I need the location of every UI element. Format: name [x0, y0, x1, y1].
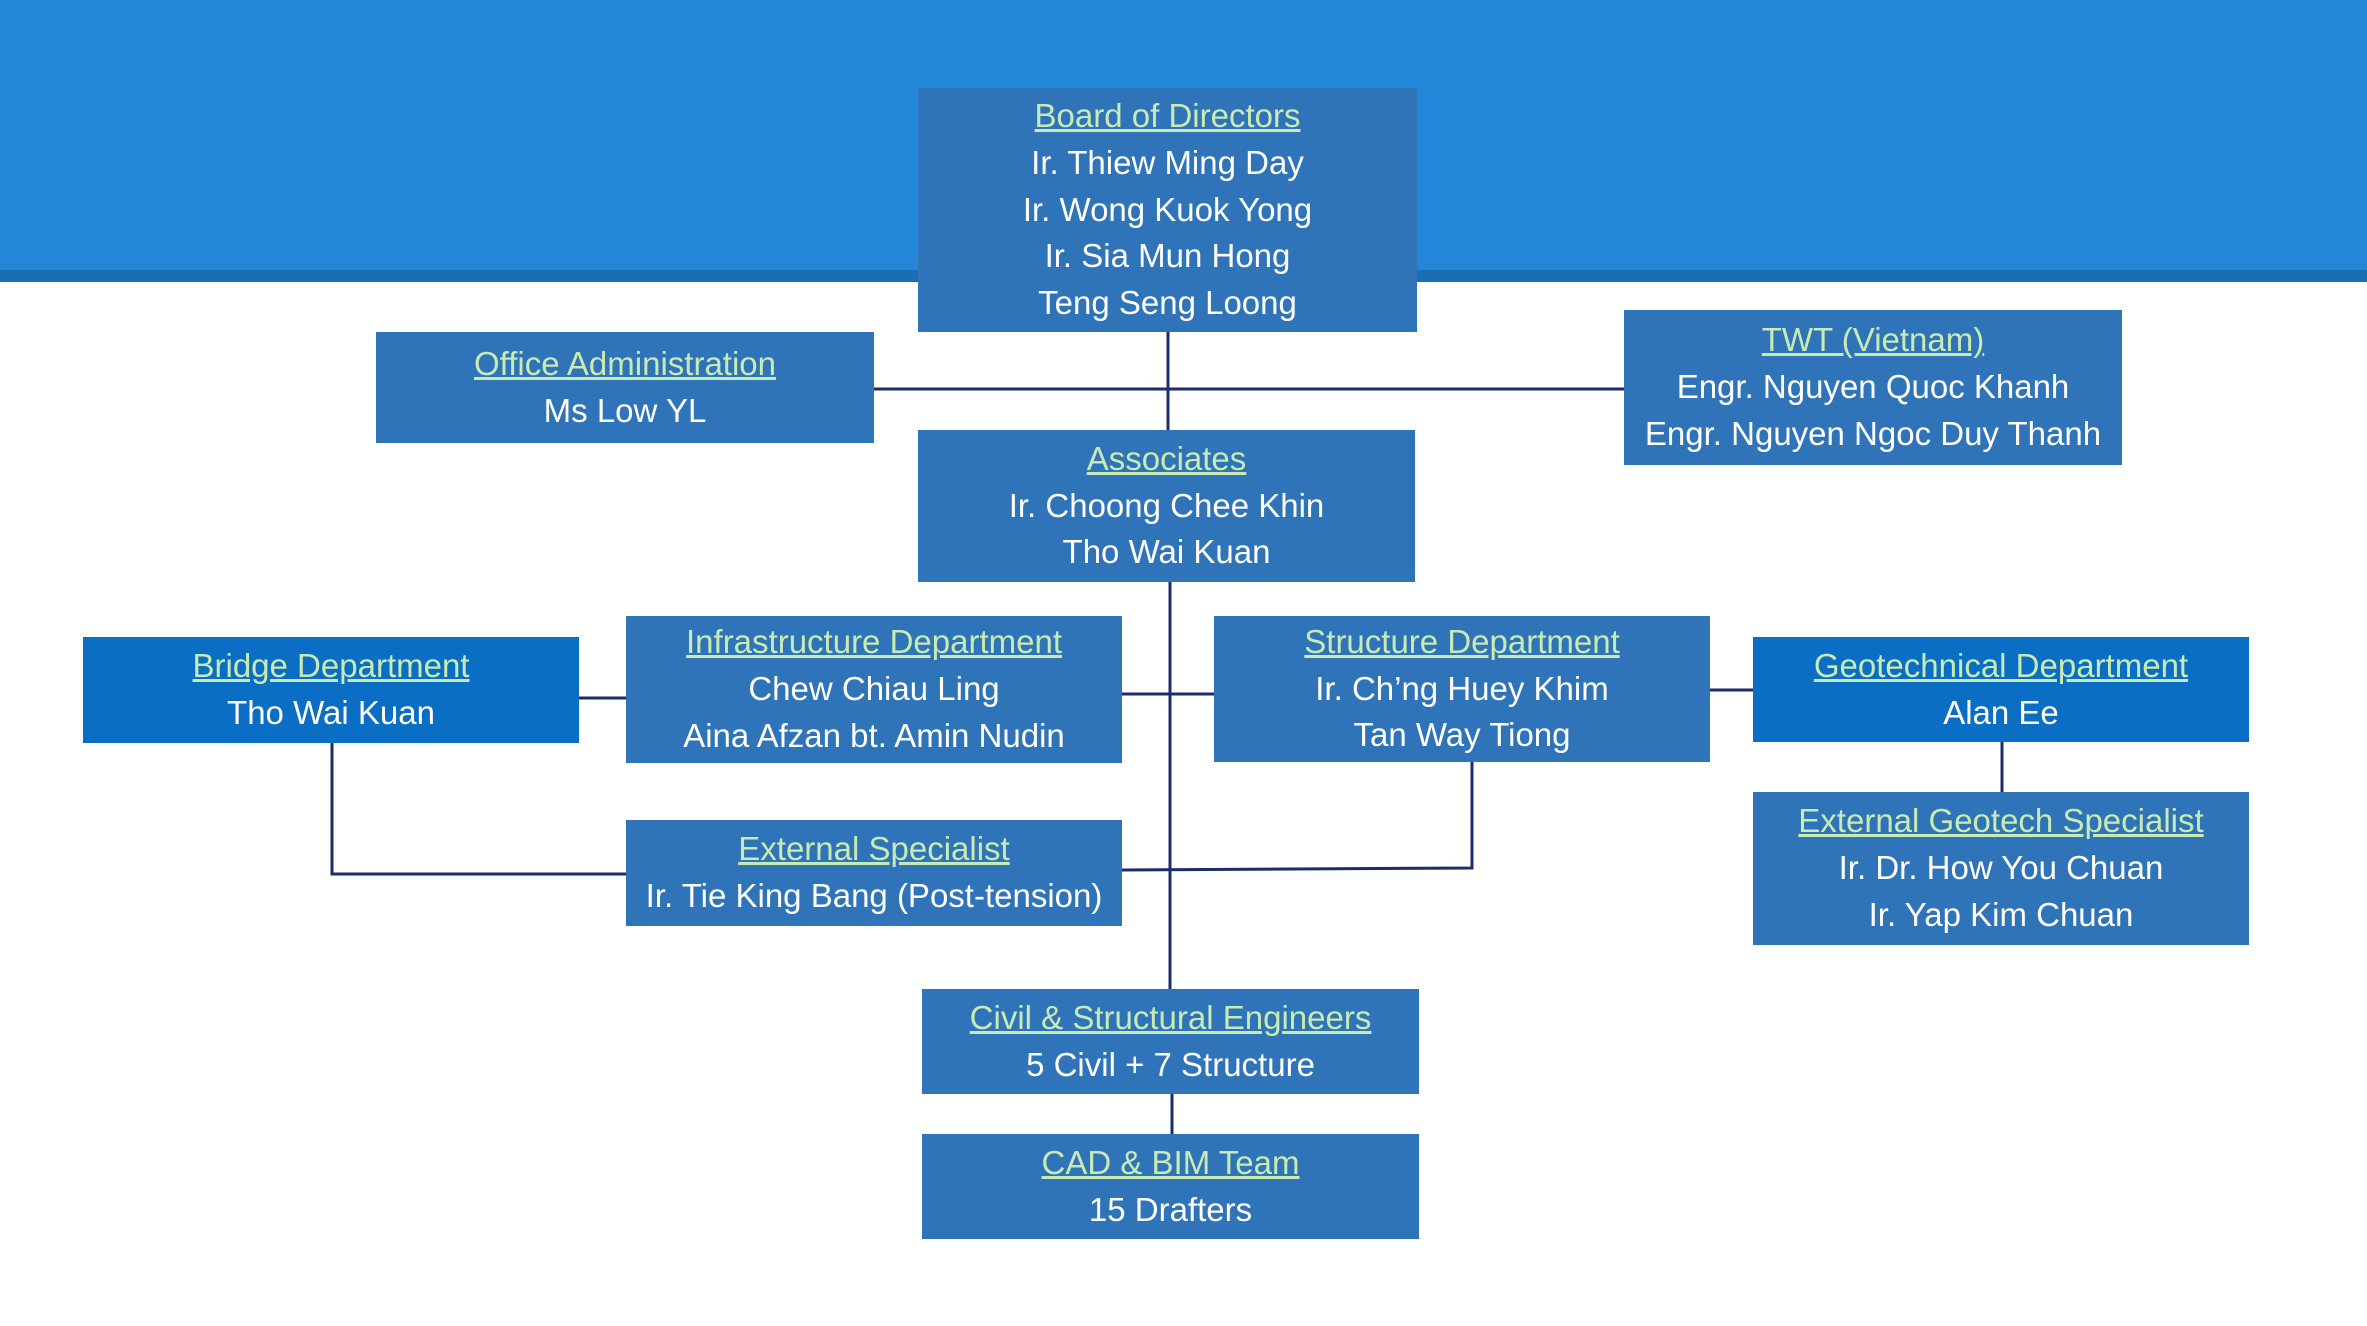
board-of-directors-title[interactable]: Board of Directors [1034, 96, 1301, 134]
bridge-department-title[interactable]: Bridge Department [192, 647, 470, 685]
board-of-directors-box: Board of Directors Ir. Thiew Ming Day Ir… [918, 88, 1417, 332]
infrastructure-department-box: Infrastructure Department Chew Chiau Lin… [626, 616, 1122, 763]
external-specialist-title[interactable]: External Specialist [738, 830, 1010, 868]
civil-structural-engineers-title[interactable]: Civil & Structural Engineers [969, 998, 1372, 1036]
cad-bim-team-count: 15 Drafters [1088, 1190, 1253, 1228]
external-specialist-member: Ir. Tie King Bang (Post-tension) [645, 877, 1103, 914]
twt-member-2: Engr. Nguyen Ngoc Duy Thanh [1644, 414, 2102, 452]
board-member-2: Ir. Wong Kuok Yong [1022, 190, 1313, 228]
connector-external-specialist-structure [1121, 762, 1474, 872]
associates-title[interactable]: Associates [1086, 439, 1247, 477]
infrastructure-member-1: Chew Chiau Ling [748, 670, 1000, 708]
external-geotech-member-1: Ir. Dr. How You Chuan [1838, 849, 2164, 887]
structure-member-1: Ir. Ch’ng Huey Khim [1315, 669, 1609, 707]
office-administration-title[interactable]: Office Administration [473, 344, 777, 382]
twt-member-1: Engr. Nguyen Quoc Khanh [1676, 368, 2070, 406]
external-geotech-specialist-box: External Geotech Specialist Ir. Dr. How … [1753, 792, 2249, 945]
associates-box: Associates Ir. Choong Chee Khin Tho Wai … [918, 430, 1415, 582]
structure-member-2: Tan Way Tiong [1353, 716, 1571, 754]
connector-bridge-external-specialist [330, 743, 626, 876]
twt-vietnam-box: TWT (Vietnam) Engr. Nguyen Quoc Khanh En… [1624, 310, 2122, 465]
external-specialist-box: External Specialist Ir. Tie King Bang (P… [626, 820, 1122, 926]
twt-vietnam-title[interactable]: TWT (Vietnam) [1761, 321, 1985, 359]
board-member-3: Ir. Sia Mun Hong [1044, 237, 1291, 275]
structure-department-title[interactable]: Structure Department [1304, 622, 1620, 660]
infrastructure-member-2: Aina Afzan bt. Amin Nudin [683, 716, 1065, 754]
office-administration-box: Office Administration Ms Low YL [376, 332, 874, 443]
office-administration-member: Ms Low YL [543, 391, 707, 429]
external-geotech-member-2: Ir. Yap Kim Chuan [1868, 895, 2134, 933]
structure-department-box: Structure Department Ir. Ch’ng Huey Khim… [1214, 616, 1710, 762]
cad-bim-team-title[interactable]: CAD & BIM Team [1041, 1143, 1300, 1181]
civil-structural-engineers-count: 5 Civil + 7 Structure [1026, 1045, 1315, 1083]
board-member-1: Ir. Thiew Ming Day [1031, 143, 1304, 181]
bridge-department-member: Tho Wai Kuan [227, 694, 435, 731]
geotechnical-department-title[interactable]: Geotechnical Department [1813, 646, 2189, 684]
bridge-department-box: Bridge Department Tho Wai Kuan [83, 637, 579, 743]
external-geotech-specialist-title[interactable]: External Geotech Specialist [1798, 802, 2204, 840]
cad-bim-team-box: CAD & BIM Team 15 Drafters [922, 1134, 1419, 1239]
associate-1: Ir. Choong Chee Khin [1008, 486, 1325, 524]
geotechnical-department-box: Geotechnical Department Alan Ee [1753, 637, 2249, 742]
infrastructure-department-title[interactable]: Infrastructure Department [686, 623, 1062, 661]
civil-structural-engineers-box: Civil & Structural Engineers 5 Civil + 7… [922, 989, 1419, 1094]
board-member-4: Teng Seng Loong [1038, 284, 1297, 322]
geotechnical-department-member: Alan Ee [1943, 693, 2059, 731]
associate-2: Tho Wai Kuan [1062, 533, 1271, 571]
